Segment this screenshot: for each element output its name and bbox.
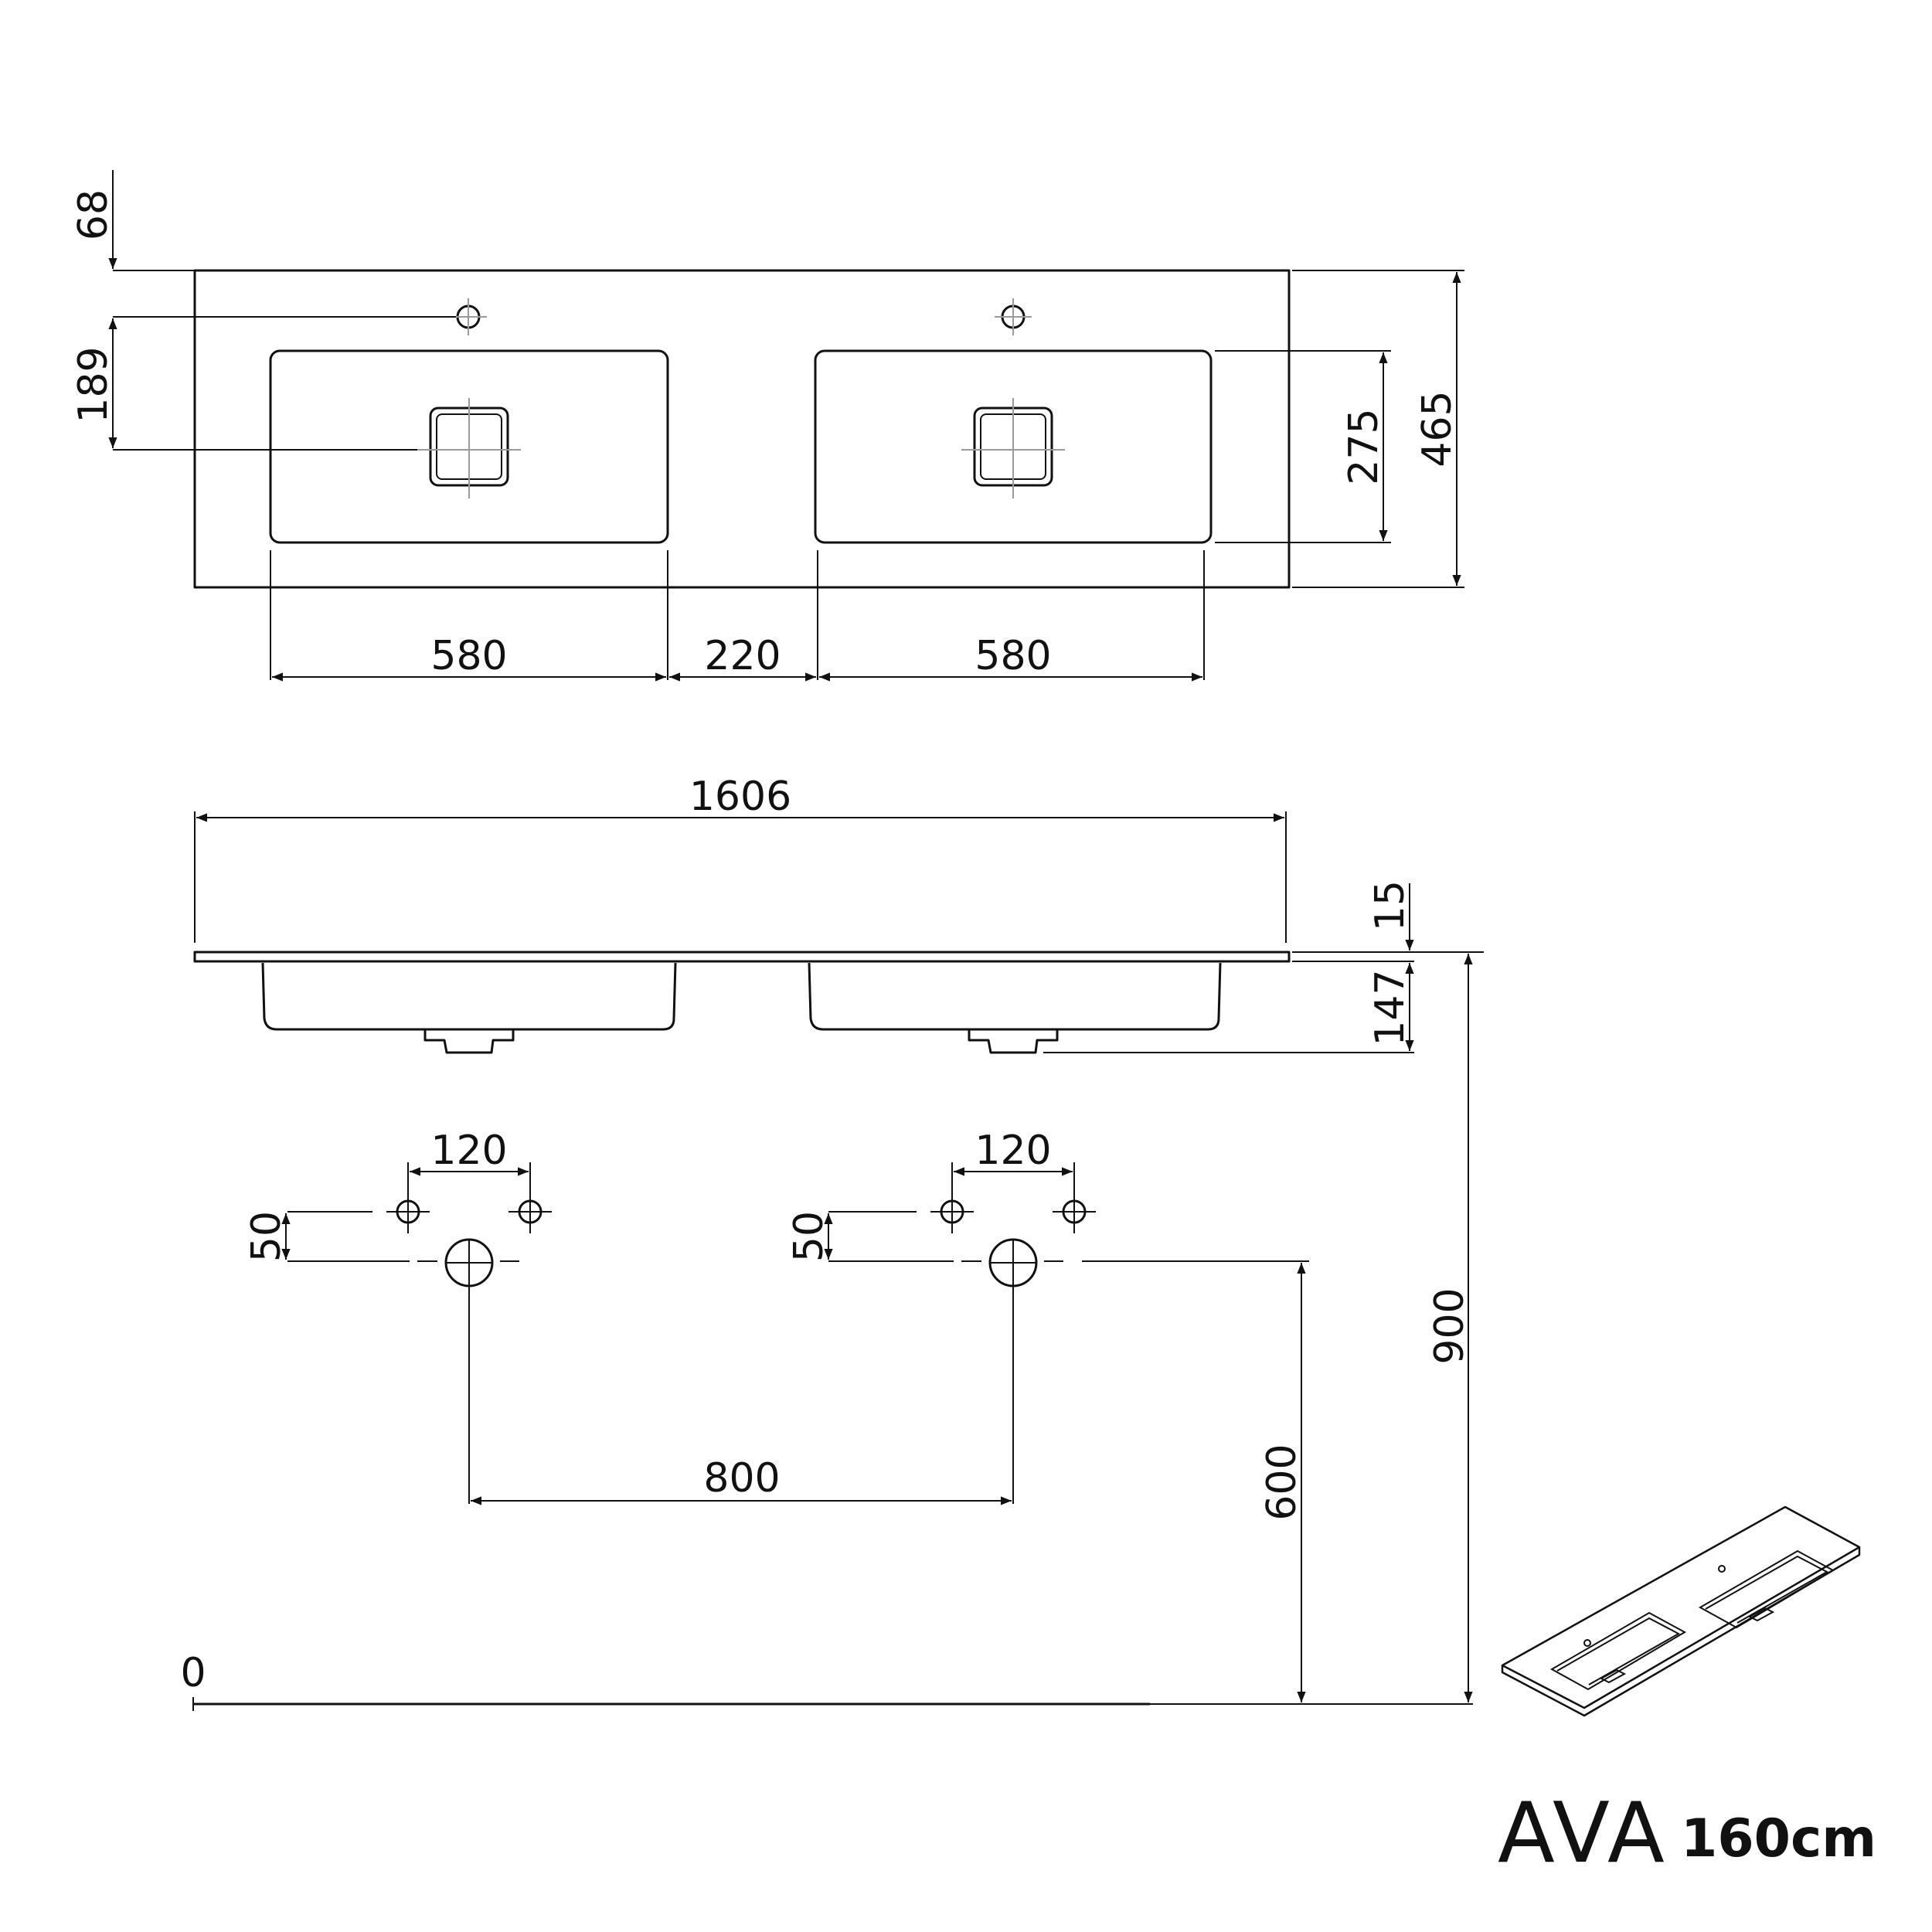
dim-800-label: 800 [703, 1455, 780, 1502]
countertop-outline [193, 269, 1291, 589]
right-tap-hole [995, 298, 1032, 335]
product-name: AVA [1498, 1785, 1668, 1882]
dim-15-label: 15 [1367, 880, 1413, 931]
dim-68: 68 [70, 170, 195, 271]
dim-0-label: 0 [180, 1650, 206, 1696]
dim-465: 465 [1292, 270, 1464, 588]
front-view: 1606 15 147 900 600 [180, 774, 1484, 1711]
dim-bowl-widths: 580 220 580 [270, 550, 1205, 682]
dim-900-label: 900 [1427, 1287, 1473, 1364]
dim-580-right-label: 580 [975, 633, 1051, 679]
right-drain-profile [968, 1029, 1059, 1054]
dim-600-label: 600 [1259, 1444, 1305, 1520]
dim-147-label: 147 [1367, 969, 1413, 1046]
isometric-preview [1501, 1505, 1861, 1717]
dim-189: 189 [70, 316, 456, 451]
dim-275: 275 [1215, 350, 1391, 543]
dim-120-right-label: 120 [975, 1128, 1051, 1174]
dim-147: 147 [1043, 963, 1414, 1053]
right-basin-profile [808, 962, 1222, 1031]
left-drain-profile [423, 1029, 515, 1054]
dim-580-left-label: 580 [430, 633, 507, 679]
dim-50-left-label: 50 [243, 1211, 290, 1262]
dim-465-label: 465 [1414, 390, 1461, 467]
dim-900: 900 [1427, 954, 1473, 1702]
countertop-side-profile [193, 951, 1291, 963]
dim-220-label: 220 [704, 633, 781, 679]
dim-189-label: 189 [70, 346, 117, 423]
left-basin-outline [269, 349, 669, 544]
dim-275-label: 275 [1341, 408, 1387, 485]
left-connections: 50 120 [243, 1128, 552, 1504]
right-drain [961, 398, 1065, 498]
left-basin-profile [261, 962, 677, 1031]
dim-50-right-label: 50 [786, 1211, 832, 1262]
dim-120-left-label: 120 [430, 1128, 507, 1174]
dim-15: 15 [1292, 880, 1484, 962]
dim-1606: 1606 [194, 774, 1287, 943]
top-view: 68 189 275 465 [70, 170, 1464, 682]
dim-68-label: 68 [70, 189, 117, 240]
left-drain [417, 398, 521, 498]
dim-600: 600 [1082, 1260, 1309, 1702]
dim-1606-label: 1606 [689, 774, 791, 820]
right-connections: 50 120 [786, 1128, 1096, 1504]
product-size: 160cm [1681, 1808, 1877, 1869]
right-basin-outline [814, 349, 1213, 544]
floor-line: 0 [180, 1650, 1473, 1711]
dim-800: 800 [471, 1455, 1012, 1505]
